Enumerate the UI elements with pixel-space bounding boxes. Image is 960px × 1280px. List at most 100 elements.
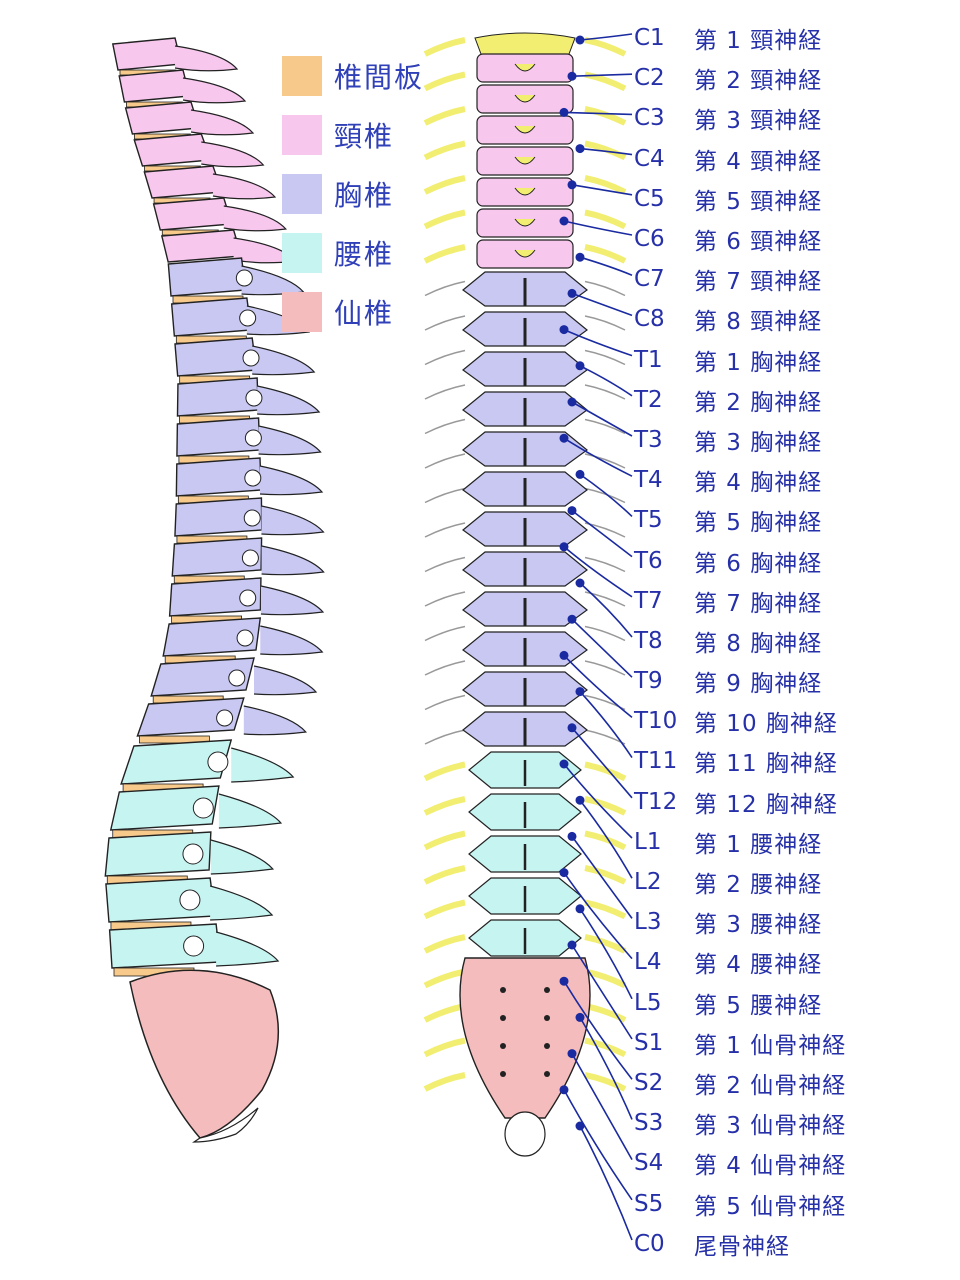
back-nerve-root-left <box>423 761 466 782</box>
back-nerve-root-left <box>423 140 466 161</box>
nerve-leader-dot <box>559 650 569 660</box>
nerve-leader-line <box>571 401 633 437</box>
back-nerve-root-right <box>584 418 626 435</box>
nerve-leader-dot <box>575 469 585 479</box>
side-vertebra-process <box>258 425 322 456</box>
legend-item-lumbar: 腰椎 <box>282 223 424 282</box>
nerve-leader-line <box>579 473 633 517</box>
side-vertebra-process <box>190 109 255 136</box>
nerve-code: C0 <box>634 1230 665 1257</box>
back-spinous-process <box>514 249 536 258</box>
side-vertebra-process <box>257 385 321 416</box>
nerve-code: T10 <box>634 708 678 735</box>
nerve-leader-dot <box>567 288 577 298</box>
nerve-name: 第 2 胸神経 <box>694 389 823 416</box>
nerve-name: 第 7 胸神経 <box>694 590 823 617</box>
back-nerve-root-left <box>423 209 466 230</box>
nerve-name: 第 9 胸神経 <box>694 671 823 698</box>
side-foramen <box>182 843 204 865</box>
nerve-code: T5 <box>634 507 663 534</box>
legend-label: 頸椎 <box>334 119 395 153</box>
side-vertebra-process <box>243 705 307 736</box>
nerve-leader-dot <box>559 976 569 986</box>
back-nerve-root-left <box>424 625 466 642</box>
nerve-name: 第 12 胸神経 <box>694 791 838 818</box>
nerve-leader-dot <box>575 904 585 914</box>
side-thoracic-vertebra <box>171 537 263 577</box>
back-sacral-foramen <box>500 987 506 993</box>
side-vertebra-process <box>174 45 239 72</box>
nerve-code: C6 <box>634 226 665 253</box>
nerve-leader-line <box>579 147 633 156</box>
back-nerve-root-right <box>584 453 626 469</box>
back-nerve-root-right <box>584 625 626 642</box>
nerve-code: C8 <box>634 306 665 333</box>
nerve-leader-line <box>563 220 633 236</box>
nerve-leader-dot <box>575 1121 585 1131</box>
nerve-leader-line <box>571 835 633 919</box>
nerve-leader-dot <box>575 35 585 45</box>
side-vertebra-process <box>201 141 265 168</box>
back-nerve-root-left <box>424 418 466 435</box>
nerve-name: 第 4 胸神経 <box>694 470 823 497</box>
back-nerve-root-right <box>584 140 627 161</box>
nerve-code: T11 <box>634 748 678 775</box>
nerve-code: T3 <box>634 426 663 453</box>
nerve-name: 第 1 腰神経 <box>694 831 823 858</box>
legend-item-thoracic: 胸椎 <box>282 164 424 223</box>
back-atlas <box>474 32 576 55</box>
nerve-leader-line <box>571 1053 633 1160</box>
side-foramen <box>242 349 260 367</box>
side-vertebra-process <box>209 885 274 921</box>
back-nerve-root-right <box>584 1037 627 1058</box>
side-thoracic-vertebra <box>136 697 245 737</box>
back-spinous-process <box>514 125 536 134</box>
side-foramen <box>236 629 254 647</box>
back-sacral-foramen <box>500 1071 506 1077</box>
back-nerve-root-right <box>584 244 627 264</box>
side-foramen <box>179 889 201 911</box>
back-nerve-root-right <box>584 865 627 885</box>
nerve-leader-dot <box>559 433 569 443</box>
back-nerve-root-right <box>584 106 627 126</box>
back-sacral-foramen <box>544 1043 550 1049</box>
side-sacrum <box>129 969 280 1139</box>
legend-label: 仙椎 <box>334 296 395 330</box>
nerve-leader-line <box>579 582 633 638</box>
back-nerve-root-left <box>424 487 466 504</box>
nerve-code: S5 <box>634 1190 664 1217</box>
back-nerve-root-left <box>424 591 466 607</box>
back-nerve-root-left <box>424 349 466 366</box>
nerve-leader-dot <box>567 831 577 841</box>
nerve-code: S1 <box>634 1029 664 1056</box>
back-nerve-root-right <box>584 175 627 195</box>
side-thoracic-vertebra <box>162 617 262 657</box>
nerve-leader-dot <box>575 252 585 262</box>
nerve-leader-dot <box>567 940 577 950</box>
back-nerve-root-left <box>423 37 466 57</box>
nerve-name: 第 3 腰神経 <box>694 912 823 939</box>
nerve-leader-line <box>571 944 633 1040</box>
nerve-leader-dot <box>567 180 577 190</box>
side-vertebra-process <box>260 585 325 616</box>
nerve-leader-line <box>571 73 633 77</box>
side-vertebra-process <box>259 465 324 496</box>
back-nerve-root-left <box>423 796 466 816</box>
back-nerve-root-right <box>584 1072 627 1092</box>
side-foramen <box>244 469 262 487</box>
nerve-leader-line <box>563 328 633 357</box>
nerve-code: C5 <box>634 185 665 212</box>
